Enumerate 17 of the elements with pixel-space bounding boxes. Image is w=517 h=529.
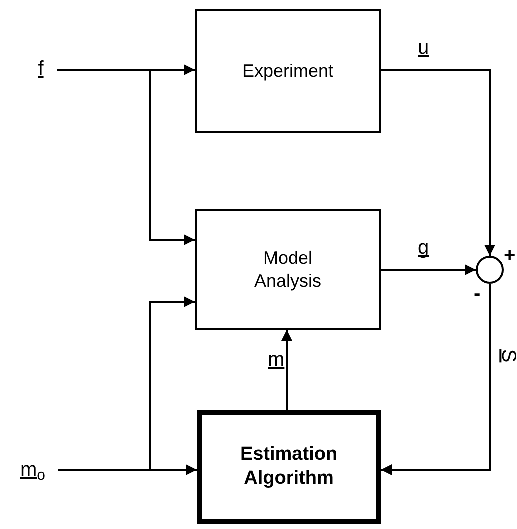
- sign-label: +: [504, 246, 516, 266]
- edge-label: m: [268, 350, 285, 370]
- arrow: [381, 69, 496, 256]
- edge-label: S: [498, 349, 517, 363]
- process-box: Estimation Algorithm: [197, 410, 381, 524]
- arrow: [381, 284, 491, 476]
- arrow: [282, 330, 292, 410]
- edge-label: u: [418, 38, 430, 58]
- arrow: [57, 69, 195, 246]
- process-box: Experiment: [195, 9, 381, 133]
- signal-label: m$_{o}$: [12, 454, 54, 486]
- arrow: [381, 264, 476, 276]
- arrow: [58, 296, 195, 471]
- sign-label: -: [474, 284, 481, 304]
- process-box: Model Analysis: [195, 209, 381, 330]
- edge-label: g: [418, 238, 430, 258]
- signal-label: f: [30, 54, 52, 84]
